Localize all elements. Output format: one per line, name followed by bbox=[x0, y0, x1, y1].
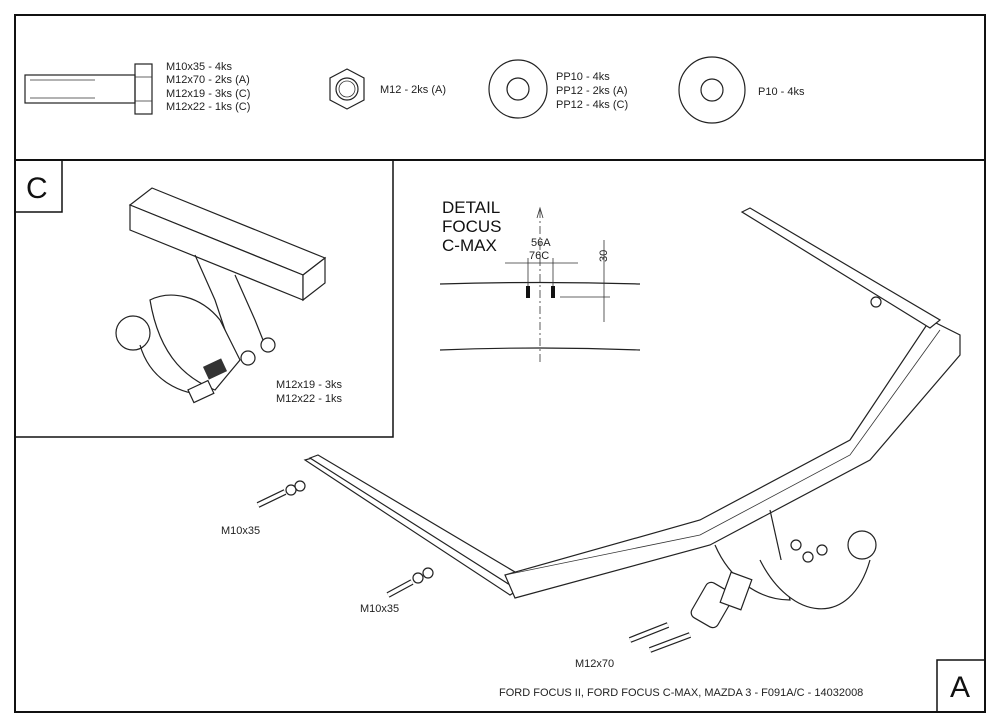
detail-focus-title: C-MAX bbox=[442, 236, 497, 255]
flat-washer-spec: P10 - 4ks bbox=[758, 86, 805, 98]
drawing-frame bbox=[14, 14, 986, 713]
assembly-callout: M10x35 bbox=[360, 603, 399, 615]
tow-bar-assembly-illustration bbox=[256, 207, 961, 653]
detail-focus-title: FOCUS bbox=[442, 217, 502, 236]
assembly-label: A bbox=[950, 671, 970, 704]
bolt-icon bbox=[24, 63, 153, 115]
dimension-width-label: 76C bbox=[529, 250, 549, 262]
washer-spec: PP12 - 4ks (C) bbox=[556, 99, 628, 111]
assembly-callout: M12x70 bbox=[575, 658, 614, 670]
detail-focus-title: DETAIL bbox=[442, 198, 500, 217]
detail-c-callout: M12x22 - 1ks bbox=[276, 393, 343, 405]
bolt-spec-list: M10x35 - 4ks M12x70 - 2ks (A) M12x19 - 3… bbox=[166, 61, 250, 113]
detail-c-panel bbox=[14, 159, 394, 438]
detail-focus-drawing bbox=[439, 206, 641, 365]
bolt-spec: M12x19 - 3ks (C) bbox=[166, 88, 250, 100]
drawing-title-footer: FORD FOCUS II, FORD FOCUS C-MAX, MAZDA 3… bbox=[499, 687, 863, 699]
nut-spec: M12 - 2ks (A) bbox=[380, 84, 446, 96]
detail-c-callout: M12x19 - 3ks bbox=[276, 379, 343, 391]
assembly-label-box bbox=[936, 659, 986, 713]
tow-bar-detail-illustration bbox=[115, 187, 327, 404]
washer-spec: PP12 - 2ks (A) bbox=[556, 85, 628, 97]
dimension-height-label: 30 bbox=[598, 250, 610, 262]
washer-spec: PP10 - 4ks bbox=[556, 71, 610, 83]
dimension-width-label: 56A bbox=[531, 237, 551, 249]
bolt-spec: M10x35 - 4ks bbox=[166, 61, 233, 73]
assembly-callout: M10x35 bbox=[221, 525, 260, 537]
spring-washer-icon bbox=[488, 59, 548, 119]
detail-c-label-box bbox=[14, 159, 63, 213]
nut-icon bbox=[329, 68, 365, 110]
detail-c-label: C bbox=[26, 172, 48, 205]
bolt-spec: M12x70 - 2ks (A) bbox=[166, 74, 250, 86]
flat-washer-icon bbox=[678, 56, 746, 124]
bolt-spec: M12x22 - 1ks (C) bbox=[166, 101, 250, 113]
